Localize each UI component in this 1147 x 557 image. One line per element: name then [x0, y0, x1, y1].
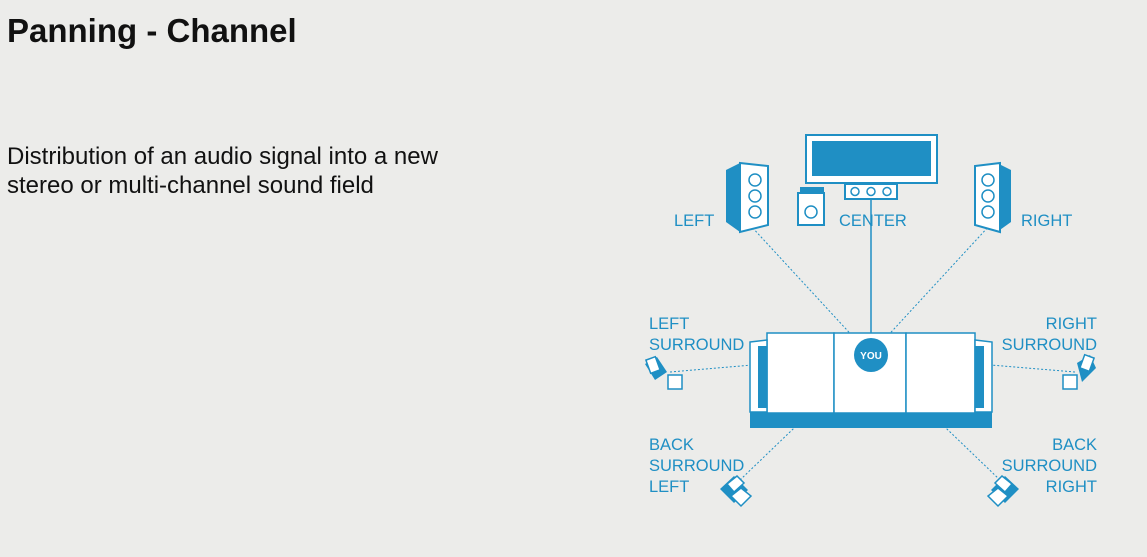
description-line-2: stereo or multi-channel sound field — [7, 172, 374, 199]
back-left-speaker-icon — [720, 474, 753, 508]
subwoofer-icon — [797, 187, 825, 226]
label-right: RIGHT — [1021, 212, 1072, 230]
label-back-left-1: BACK — [649, 436, 694, 454]
label-back-left-2: SURROUND — [649, 457, 744, 475]
label-left-surround-2: SURROUND — [649, 336, 744, 354]
label-center: CENTER — [839, 212, 907, 230]
right-surround-speaker-icon — [1062, 353, 1096, 390]
left-surround-speaker-icon — [644, 355, 683, 390]
label-left: LEFT — [674, 212, 714, 230]
slide-title: Panning - Channel — [7, 12, 297, 49]
center-speaker-icon — [844, 183, 898, 200]
signal-line-right — [869, 224, 991, 356]
label-left-surround-1: LEFT — [649, 315, 689, 333]
label-right-surround-2: SURROUND — [1002, 336, 1097, 354]
right-tower-speaker-icon — [974, 161, 1011, 234]
label-right-surround-1: RIGHT — [1046, 315, 1097, 333]
tv-icon — [805, 134, 938, 184]
back-right-speaker-icon — [986, 474, 1019, 508]
listener-you-icon: YOU — [854, 338, 888, 372]
listener-label: YOU — [860, 351, 882, 362]
sofa-icon — [749, 332, 993, 428]
signal-line-left — [749, 224, 871, 356]
label-back-right-3: RIGHT — [1046, 478, 1097, 496]
label-back-left-3: LEFT — [649, 478, 689, 496]
slide-description: Distribution of an audio signal into a n… — [7, 142, 547, 200]
label-back-right-1: BACK — [1052, 436, 1097, 454]
description-line-1: Distribution of an audio signal into a n… — [7, 143, 438, 170]
label-back-right-2: SURROUND — [1002, 457, 1097, 475]
left-tower-speaker-icon — [726, 161, 769, 234]
